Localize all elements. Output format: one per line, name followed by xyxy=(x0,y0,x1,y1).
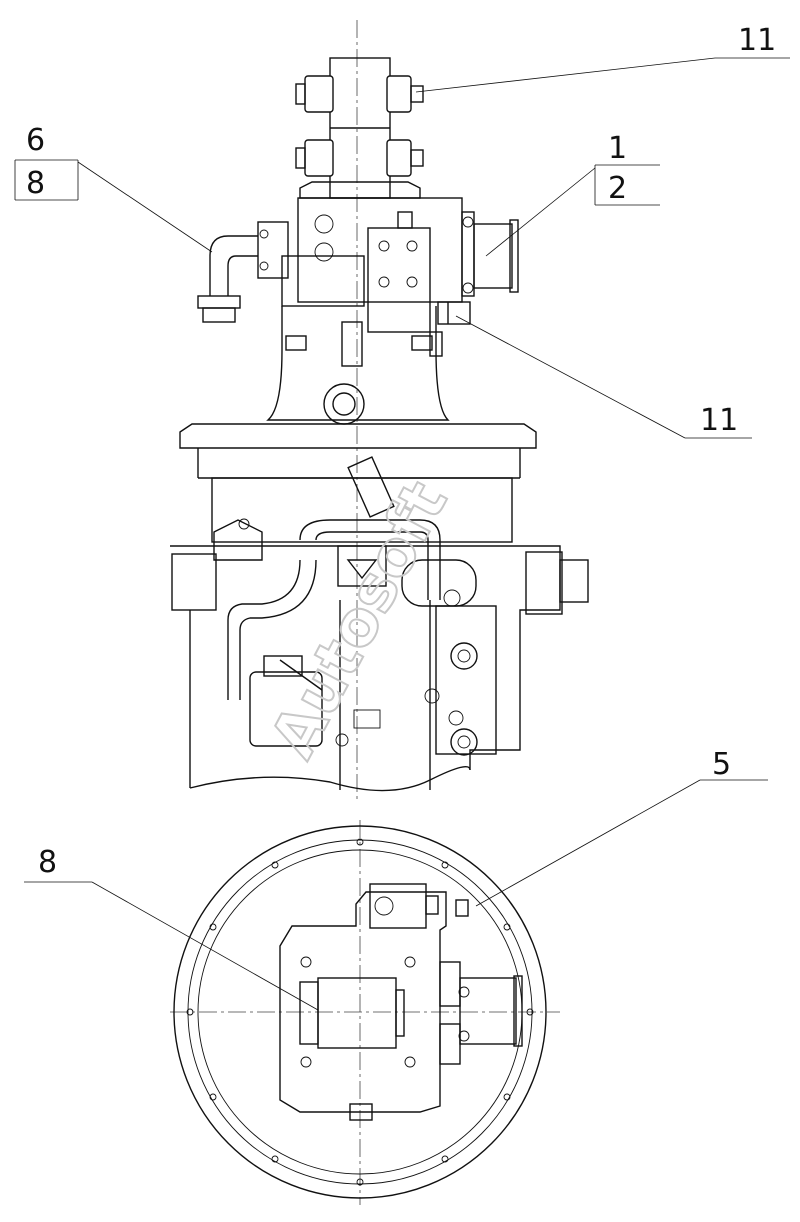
plan-view xyxy=(170,820,560,1205)
callout-label: 1 xyxy=(608,131,627,166)
side-view xyxy=(170,20,589,800)
callout-5: 5 xyxy=(475,747,768,907)
callout-label: 11 xyxy=(700,403,738,438)
callout-label: 6 xyxy=(26,123,45,158)
callout-6-8: 6 8 xyxy=(14,123,213,253)
callout-11-top: 11 xyxy=(415,23,790,93)
bolt-holes xyxy=(186,838,534,1186)
callout-label: 2 xyxy=(608,171,627,206)
callout-label: 8 xyxy=(26,166,45,201)
callout-11-lower: 11 xyxy=(455,315,752,439)
callout-8-bottom: 8 xyxy=(24,845,319,1011)
callout-label: 8 xyxy=(38,845,57,880)
callout-label: 11 xyxy=(738,23,776,58)
callout-label: 5 xyxy=(712,747,731,782)
callout-1-2: 1 2 xyxy=(485,131,660,257)
